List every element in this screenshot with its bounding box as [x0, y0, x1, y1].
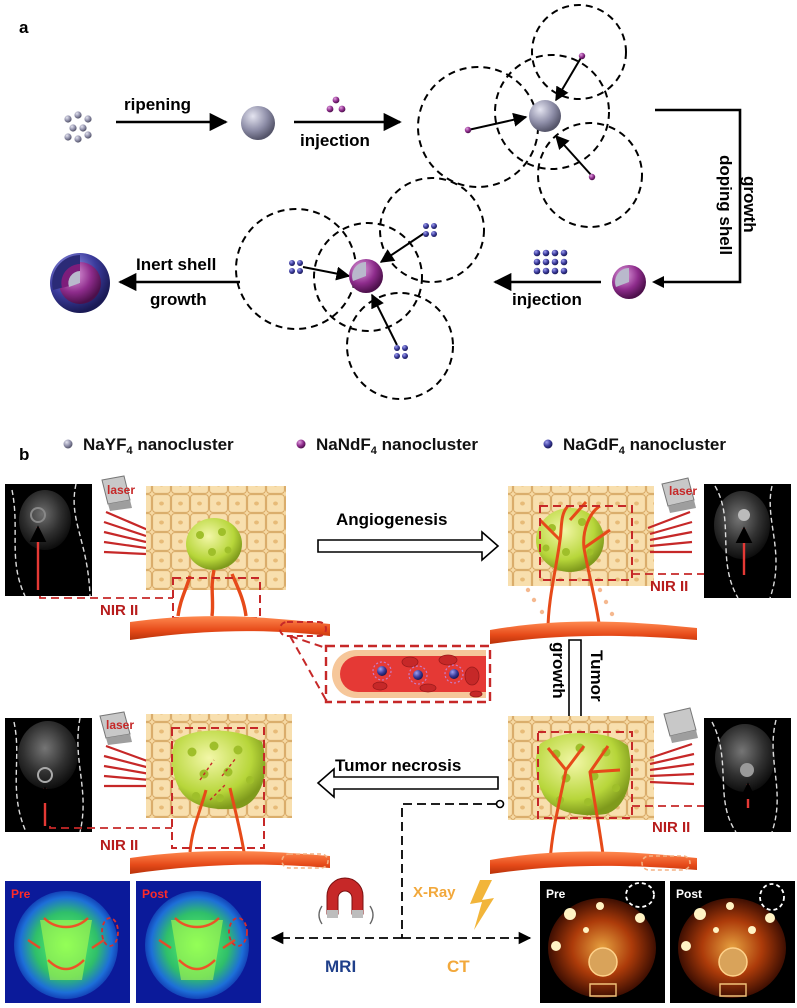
- panel-b-label: b: [19, 445, 29, 464]
- legend-nandf4: NaNdF4 nanocluster: [316, 435, 478, 457]
- doping-shell-bracket: [655, 108, 742, 284]
- legend-nayf4: NaYF4 nanocluster: [83, 435, 234, 457]
- tissue-top-right: [508, 486, 654, 631]
- svg-text:Pre: Pre: [11, 887, 31, 901]
- ct-image-post: Post: [670, 881, 795, 1003]
- legend-nagdf4: NaGdF nanocluster4 nanocluster: [563, 435, 726, 457]
- injection-label-1: injection: [300, 131, 370, 150]
- svg-text:laser: laser: [669, 484, 697, 498]
- nir-label-top-right: NIR II: [650, 578, 688, 595]
- angiogenesis-label: Angiogenesis: [336, 510, 447, 529]
- core-shell-particle-icon: [612, 265, 646, 299]
- nagdf4-legend-icon: [543, 439, 553, 449]
- growth-label-b: growth: [549, 642, 568, 699]
- lightning-icon: [470, 880, 494, 930]
- svg-text:laser: laser: [107, 483, 135, 497]
- laser-icon-bottom-left: laser: [99, 711, 151, 788]
- nir-label-bottom-right: NIR II: [652, 819, 690, 836]
- blood-vessel-top-left: [130, 616, 330, 640]
- nir-label-top-left: NIR II: [100, 602, 138, 619]
- doping-shell-label: doping shell: [716, 155, 735, 255]
- svg-text:laser: laser: [106, 718, 134, 732]
- nandf4-cluster-icon: [326, 96, 346, 113]
- laser-icon-top-right: laser: [647, 477, 697, 554]
- inert-shell-label: Inert shell: [136, 255, 216, 274]
- magnet-icon: [318, 877, 374, 925]
- laser-icon-top-left: laser: [101, 475, 149, 556]
- injection-label-2: injection: [512, 290, 582, 309]
- nir-label-bottom-left: NIR II: [100, 837, 138, 854]
- svg-text:Pre: Pre: [546, 887, 566, 901]
- growth-site-2: [289, 223, 437, 359]
- imaging-connector: [270, 799, 532, 945]
- final-nanoparticle-icon: [50, 253, 110, 313]
- nayf4-legend-icon: [63, 439, 73, 449]
- nir-image-bottom-right: [704, 718, 791, 833]
- blood-vessel-bottom-left: [130, 851, 330, 874]
- blood-vessel-top-right: [490, 621, 697, 644]
- svg-text:Post: Post: [676, 887, 702, 901]
- legend: NaYF4 nanocluster NaNdF4 nanocluster NaG…: [63, 435, 726, 457]
- growth-label-1: growth: [740, 176, 759, 233]
- nagdf4-cluster-icon: [533, 249, 568, 275]
- angiogenesis-arrow: [317, 530, 500, 562]
- ct-image-pre: Pre: [540, 881, 665, 1003]
- mri-image-pre: Pre: [5, 881, 130, 1003]
- nandf4-legend-icon: [296, 439, 306, 449]
- core-particle-icon: [241, 106, 275, 140]
- nir-image-top-left: [5, 483, 92, 597]
- vessel-inset: [289, 635, 492, 704]
- svg-text:Post: Post: [142, 887, 168, 901]
- tissue-bottom-left: [146, 714, 292, 853]
- tumor-label: Tumor: [587, 650, 606, 702]
- tissue-bottom-right: [508, 716, 654, 863]
- tumor-necrosis-arrow: [316, 767, 499, 799]
- ripening-label: ripening: [124, 95, 191, 114]
- growth-site-1: [464, 52, 596, 181]
- panel-a-label: a: [19, 18, 29, 37]
- xray-label: X-Ray: [413, 884, 456, 901]
- tumor-necrosis-label: Tumor necrosis: [335, 756, 461, 775]
- nir-image-top-right: [704, 484, 791, 599]
- tissue-top-left: [146, 486, 286, 619]
- nayf4-cluster-icon: [64, 111, 92, 143]
- nir-image-bottom-left: [5, 717, 92, 833]
- laser-icon-bottom-right: [649, 707, 698, 786]
- ct-label: CT: [447, 957, 470, 976]
- mri-label: MRI: [325, 957, 356, 976]
- growth-label-2: growth: [150, 290, 207, 309]
- mri-image-post: Post: [136, 881, 261, 1003]
